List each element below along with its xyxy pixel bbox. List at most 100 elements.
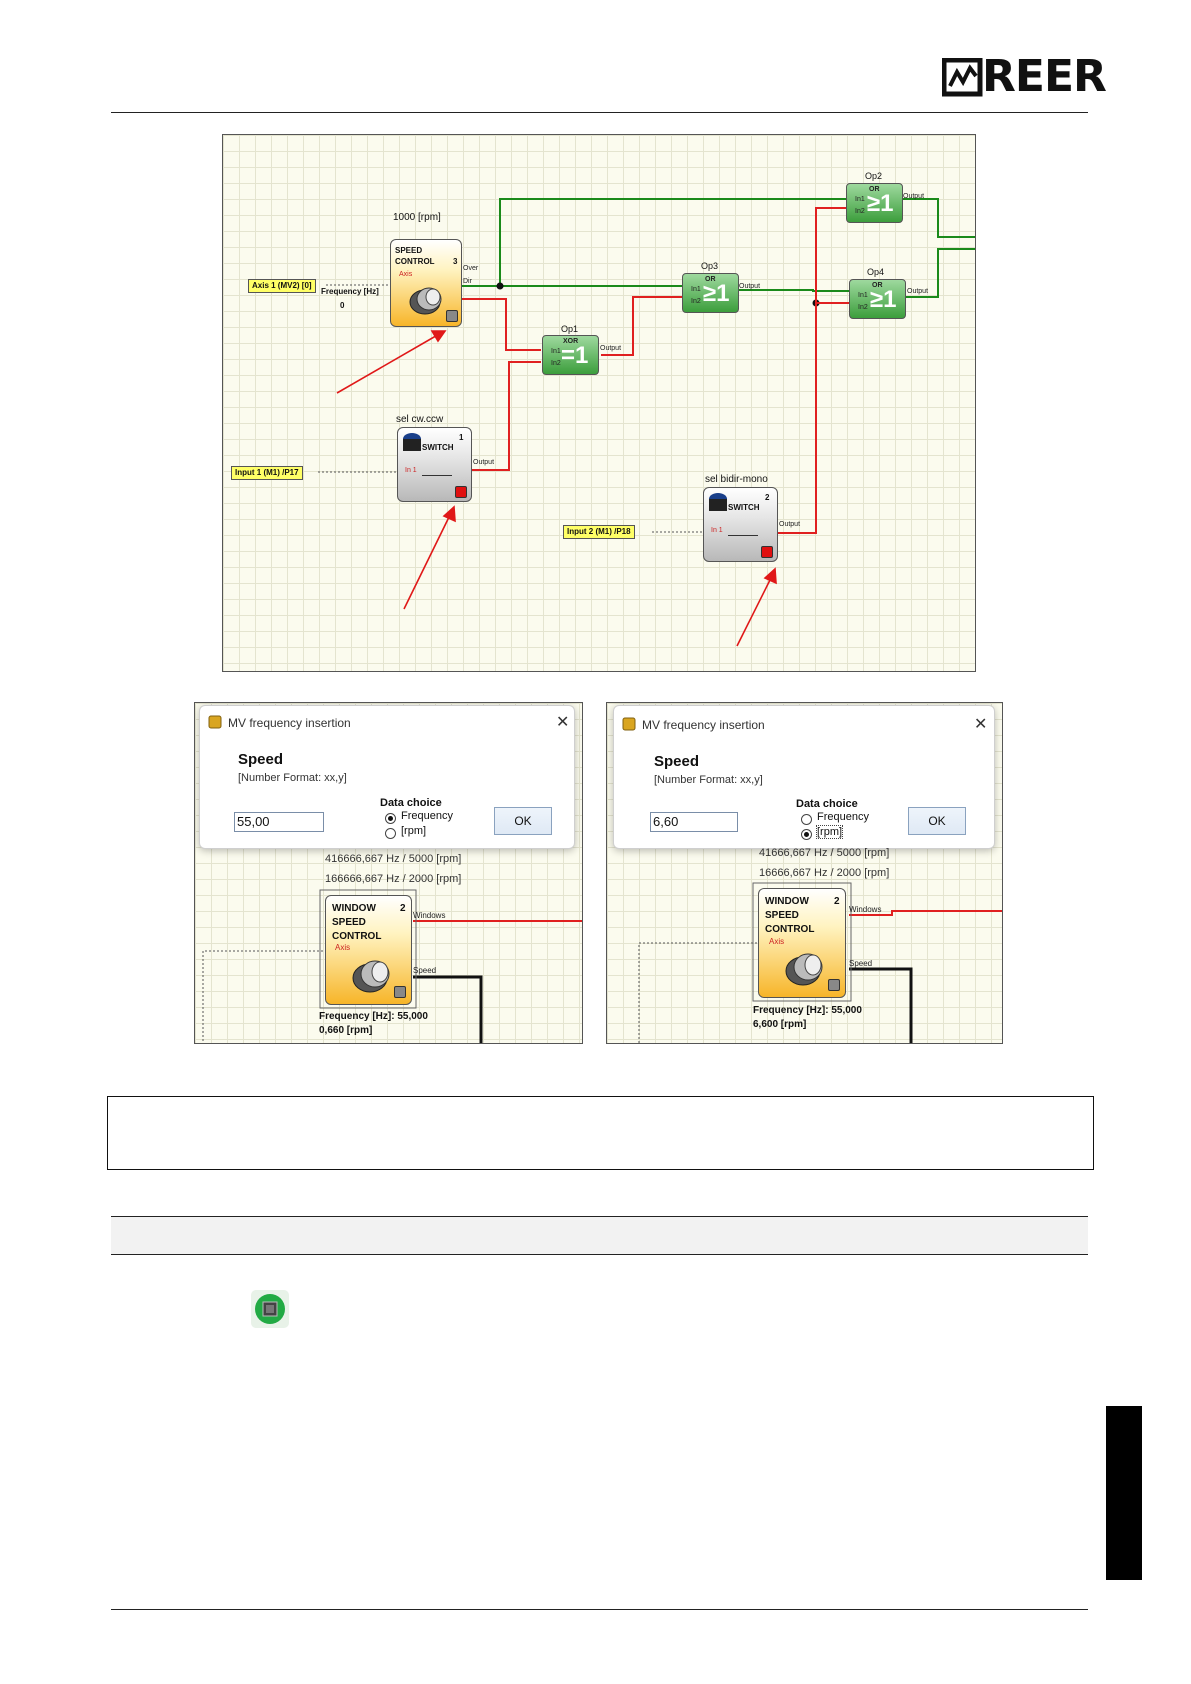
ok-button[interactable]: OK	[494, 807, 552, 835]
op3-in1-port: In1	[691, 286, 701, 293]
window-block-title-3: CONTROL	[332, 931, 382, 942]
header-rule	[111, 112, 1088, 113]
frequency-radio[interactable]	[801, 814, 812, 825]
dialog-screenshot-frequency: MV frequency insertion ✕ Speed [Number F…	[194, 702, 583, 1044]
reer-logo-mark-icon	[942, 58, 983, 97]
switch1-output-port: Output	[473, 459, 495, 466]
close-icon[interactable]: ✕	[974, 716, 988, 733]
window-block-title-1: WINDOW	[765, 896, 809, 907]
push-button-icon	[403, 433, 421, 451]
switch1-status-indicator	[455, 486, 467, 498]
op2-in2-port: In2	[855, 208, 865, 215]
op2-or-gate[interactable]: OR ≥1 In1 In2	[846, 183, 903, 223]
ok-button[interactable]: OK	[908, 807, 966, 835]
range-info-1: 416666,667 Hz / 5000 [rpm]	[325, 853, 462, 865]
close-icon[interactable]: ✕	[556, 714, 570, 731]
speed-output-port: Speed	[413, 966, 437, 975]
section-header-bar	[111, 1217, 1088, 1254]
reer-logo-text: REER	[982, 51, 1107, 102]
speed-value-input[interactable]: 55,00	[234, 812, 324, 832]
window-block-number: 2	[834, 896, 840, 907]
op2-symbol: ≥1	[867, 190, 894, 217]
window-output-port: Windows	[849, 905, 882, 914]
frequency-label: Frequency [Hz]	[321, 287, 379, 296]
block-status-indicator	[394, 986, 406, 998]
op3-output-port: Output	[739, 283, 761, 290]
rpm-readout: 0,660 [rpm]	[319, 1025, 373, 1036]
op4-in2-port: In2	[858, 304, 868, 311]
op1-xor-gate[interactable]: XOR =1 In1 In2	[542, 335, 599, 375]
mv-frequency-dialog: MV frequency insertion ✕ Speed [Number F…	[613, 705, 995, 849]
op1-type: XOR	[563, 338, 579, 345]
range-info-1: 41666,667 Hz / 5000 [rpm]	[759, 847, 890, 859]
mv-frequency-dialog: MV frequency insertion ✕ Speed [Number F…	[199, 705, 575, 849]
reer-logo: REER	[942, 54, 1107, 100]
rpm-radio[interactable]	[801, 829, 812, 840]
speed-input-port: Axis	[399, 271, 413, 278]
window-speed-control-block[interactable]: WINDOW SPEED CONTROL 2	[325, 895, 412, 1005]
chip-icon	[251, 1290, 289, 1328]
frequency-radio-label: Frequency	[401, 810, 453, 822]
app-icon	[622, 717, 636, 731]
window-block-title-2: SPEED	[765, 910, 799, 921]
op2-output-port: Output	[903, 193, 925, 200]
op3-title: Op3	[701, 261, 719, 271]
speed-heading: Speed	[654, 753, 700, 770]
logic-diagram: 1000 [rpm] SPEED CONTROL 3 Axis Over Dir…	[222, 134, 976, 672]
op1-title: Op1	[561, 324, 579, 334]
op3-or-gate[interactable]: OR ≥1 In1 In2	[682, 273, 739, 313]
window-block-title-2: SPEED	[332, 917, 366, 928]
number-format-hint: [Number Format: xx,y]	[654, 774, 763, 786]
dialog-title: MV frequency insertion	[642, 718, 765, 732]
op4-title: Op4	[867, 267, 885, 277]
op1-in2-port: In2	[551, 360, 561, 367]
footer-rule	[111, 1609, 1088, 1610]
dialog-screenshot-rpm: MV frequency insertion ✕ Speed [Number F…	[606, 702, 1003, 1044]
switch2-name: SWITCH	[728, 503, 760, 512]
switch1-number: 1	[459, 433, 464, 442]
switch2-output-port: Output	[779, 521, 801, 528]
diagram-wires	[318, 198, 975, 647]
section-rule-bottom	[111, 1254, 1088, 1255]
op2-in1-port: In1	[855, 196, 865, 203]
window-axis-port: Axis	[335, 943, 351, 952]
window-speed-control-block[interactable]: WINDOW SPEED CONTROL 2	[758, 888, 846, 998]
switch1-block[interactable]: SWITCH 1	[397, 427, 472, 502]
frequency-radio[interactable]	[385, 813, 396, 824]
data-choice-label: Data choice	[796, 798, 858, 810]
op3-symbol: ≥1	[703, 280, 730, 307]
switch2-block[interactable]: SWITCH 2	[703, 487, 778, 562]
op1-in1-port: In1	[551, 348, 561, 355]
op2-title: Op2	[865, 171, 883, 181]
op4-in1-port: In1	[858, 292, 868, 299]
window-block-title-1: WINDOW	[332, 903, 376, 914]
switch1-name: SWITCH	[422, 443, 454, 452]
frequency-value: 0	[340, 301, 345, 310]
axis-input-tag[interactable]: Axis 1 (MV2) [0]	[248, 279, 316, 293]
switch-contact-icon	[728, 535, 758, 536]
switch2-number: 2	[765, 493, 770, 502]
dialog1-wires	[202, 889, 582, 1043]
window-output-port: Windows	[413, 911, 446, 920]
over-output-port: Over	[463, 265, 479, 272]
op4-type: OR	[872, 282, 883, 289]
rpm-radio-label: [rpm]	[815, 825, 844, 839]
speed-control-block[interactable]: SPEED CONTROL 3	[390, 239, 462, 327]
section-rule-top	[111, 1216, 1088, 1217]
op4-or-gate[interactable]: OR ≥1 In1 In2	[849, 279, 906, 319]
dir-output-port: Dir	[463, 278, 472, 285]
app-icon	[208, 715, 222, 729]
speed-output-port: Speed	[849, 959, 873, 968]
window-axis-port: Axis	[769, 937, 785, 946]
speed-block-title-2: CONTROL	[395, 257, 435, 266]
window-block-number: 2	[400, 903, 406, 914]
input2-tag[interactable]: Input 2 (M1) /P18	[563, 525, 635, 539]
speed-block-title-1: SPEED	[395, 246, 423, 255]
block-status-indicator	[446, 310, 458, 322]
input1-tag[interactable]: Input 1 (M1) /P17	[231, 466, 303, 480]
rpm-radio[interactable]	[385, 828, 396, 839]
frequency-readout: Frequency [Hz]: 55,000	[319, 1011, 428, 1022]
switch2-input-port: In 1	[711, 527, 723, 534]
speed-heading: Speed	[238, 751, 284, 768]
speed-value-input[interactable]: 6,60	[650, 812, 738, 832]
